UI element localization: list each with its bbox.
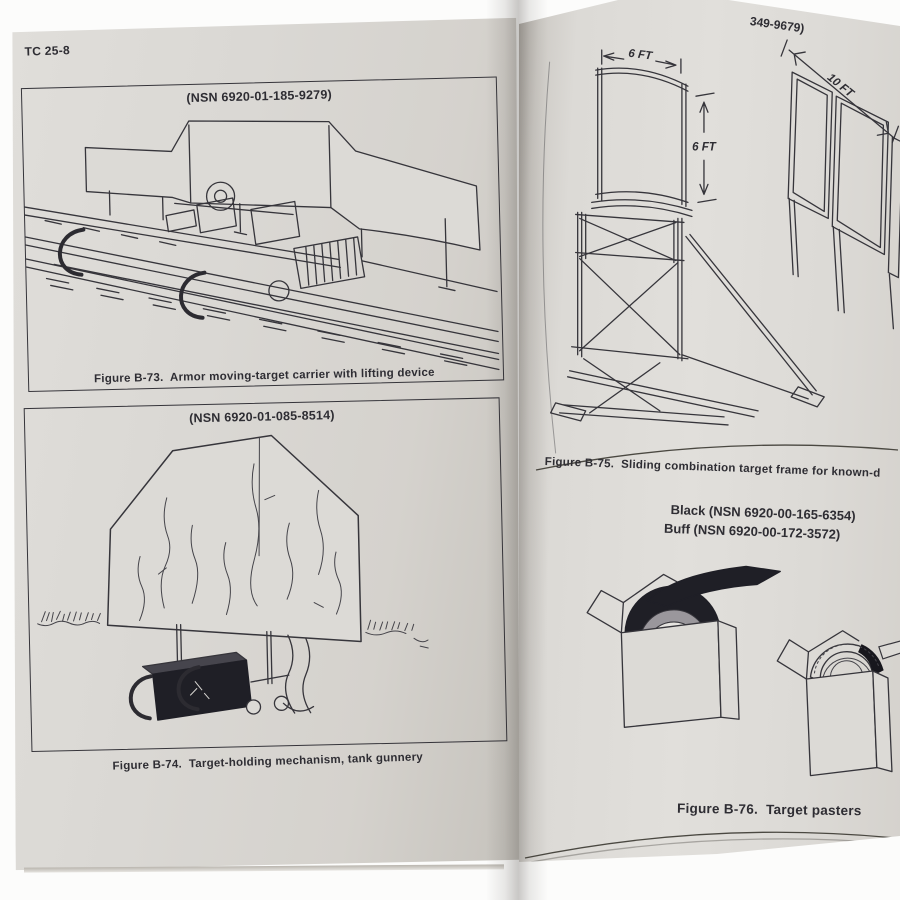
camouflage-marks (136, 462, 342, 621)
page-curl-lines (524, 831, 898, 862)
page-header: TC 25-8 (24, 43, 71, 59)
caption-curve-rule (535, 444, 899, 471)
dim-10ft-label: 10 FT (825, 72, 857, 101)
carrier-mechanism (165, 179, 365, 304)
tank-target-silhouette (103, 434, 361, 648)
figure-b74-box: (NSN 6920-01-085-8514) (24, 397, 508, 752)
right-page: 349-9679) (519, 0, 900, 862)
figure-b76-caption: Figure B-76. Target pasters (676, 800, 862, 819)
figure-b74-drawing (25, 398, 504, 748)
panel-frames (787, 71, 900, 330)
page-curve-line (542, 61, 557, 454)
figure-b75-drawing: 6 FT 6 FT 10 FT (542, 39, 900, 454)
silhouette-posts (109, 183, 455, 299)
dim-6ft-width-label: 6 FT (628, 48, 654, 63)
target-silhouette (85, 114, 480, 260)
dim-6ft-height-label: 6 FT (692, 141, 717, 153)
target-legs (177, 623, 272, 686)
sliding-frame-tower (549, 67, 825, 426)
left-page: TC 25-8 (6, 18, 523, 870)
grass-right (366, 619, 429, 649)
dimension-6ft-height: 6 FT (692, 92, 717, 204)
lifting-hooks (59, 227, 205, 321)
paster-color-options: Black (NSN 6920-00-165-6354) Buff (NSN 6… (664, 500, 856, 544)
black-paster-box (586, 565, 781, 728)
figure-b73-box: (NSN 6920-01-185-9279) (21, 76, 504, 392)
buff-paster-box (776, 630, 900, 777)
dimension-6ft-width: 6 FT (601, 48, 682, 74)
rails (25, 196, 499, 381)
grass-left (37, 610, 100, 625)
figure-b74-caption: Figure B-74. Target-holding mechanism, t… (112, 751, 424, 773)
dimension-10ft-width: 10 FT (780, 39, 900, 143)
figure-b76-drawing (586, 565, 900, 777)
figure-b73-drawing (22, 78, 500, 388)
holding-mechanism (129, 635, 313, 721)
